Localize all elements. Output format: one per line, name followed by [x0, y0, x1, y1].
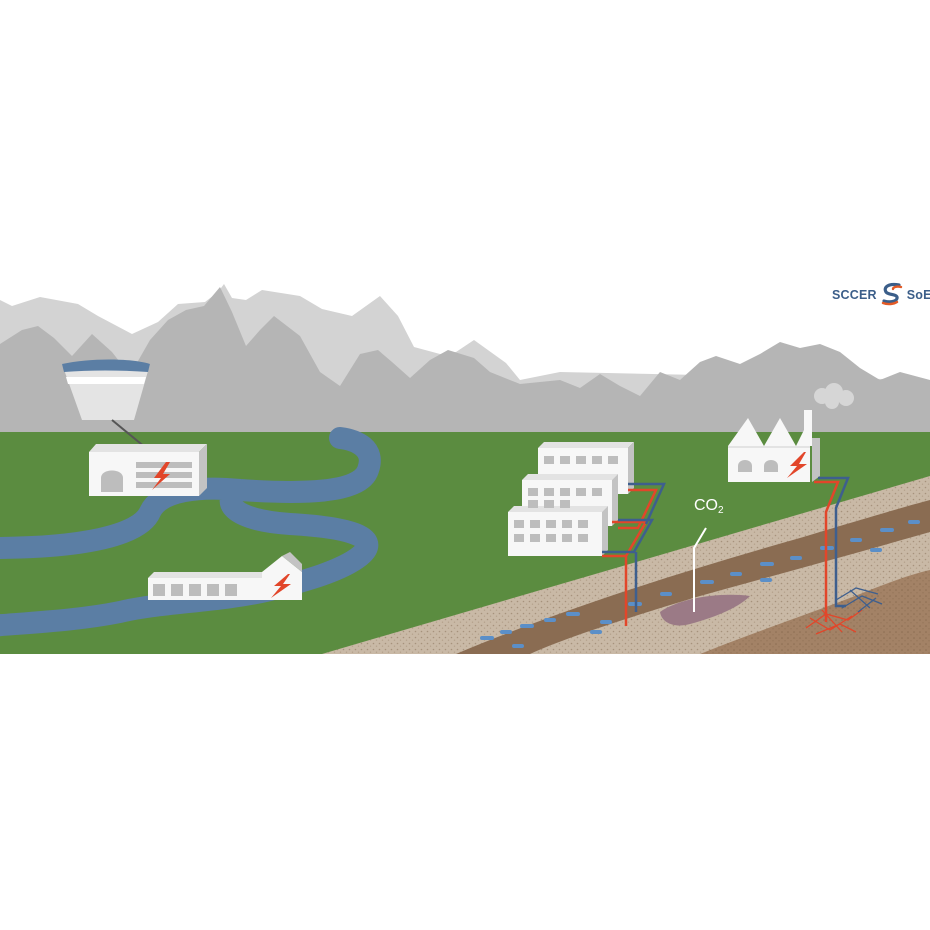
mountain-reservoir: [62, 359, 150, 449]
co2-leader-line: [693, 527, 707, 612]
hydro-power-station: [89, 444, 207, 496]
lightning-icon: [787, 452, 807, 478]
factory: [728, 383, 854, 482]
office-windows: [514, 456, 618, 542]
co2-label-subscript: 2: [718, 505, 724, 516]
fracture-network-hot: [805, 609, 863, 635]
smoke-cloud-icon: [814, 383, 854, 409]
lightning-icon: [152, 462, 170, 490]
mountains-front: [0, 287, 930, 440]
lightning-icon: [271, 574, 291, 598]
sccer-swoosh-icon: [881, 282, 902, 306]
sccer-soe-logo: SCCER SoE: [832, 282, 930, 308]
logo-text-left: SCCER: [832, 288, 877, 302]
co2-label: CO2: [694, 497, 724, 516]
co2-plume: [660, 594, 750, 626]
fracture-network-cold: [835, 587, 883, 613]
run-of-river-plant: [148, 552, 302, 600]
geothermal-pipes-factory: [814, 476, 850, 622]
heat-pipes-offices: [602, 482, 666, 626]
river: [0, 427, 381, 637]
bedrock-layer: [700, 570, 930, 654]
office-building-front: [508, 506, 608, 556]
logo-text-right: SoE: [906, 288, 930, 302]
co2-label-main: CO: [694, 497, 718, 514]
